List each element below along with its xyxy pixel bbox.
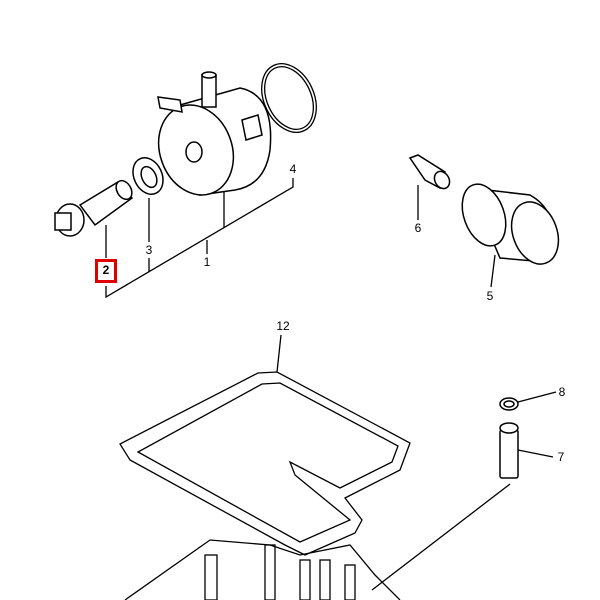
washer-part-8[interactable] <box>499 391 557 411</box>
oil-filter-part-5[interactable] <box>454 178 566 288</box>
callout-3[interactable]: 3 <box>145 243 153 257</box>
callout-8[interactable]: 8 <box>558 385 566 399</box>
highlight-box <box>95 259 117 283</box>
oil-pan-gasket-part-12[interactable] <box>119 371 411 556</box>
oil-cooler-part-1[interactable] <box>146 71 272 206</box>
callout-1[interactable]: 1 <box>203 255 211 269</box>
callout-2[interactable]: 2 <box>102 263 110 277</box>
oil-pan <box>124 539 401 600</box>
callout-5[interactable]: 5 <box>486 289 494 303</box>
callout-4[interactable]: 4 <box>289 162 297 176</box>
leader-lines-oil-cooler <box>105 178 294 299</box>
bolt-part-6[interactable] <box>408 154 453 220</box>
callout-12[interactable]: 12 <box>276 319 290 333</box>
callout-6[interactable]: 6 <box>414 221 422 235</box>
pipe-part-7[interactable] <box>371 422 554 591</box>
washer-part-3[interactable] <box>127 153 168 199</box>
bolt-part-2[interactable] <box>54 178 135 237</box>
callout-7[interactable]: 7 <box>557 450 565 464</box>
